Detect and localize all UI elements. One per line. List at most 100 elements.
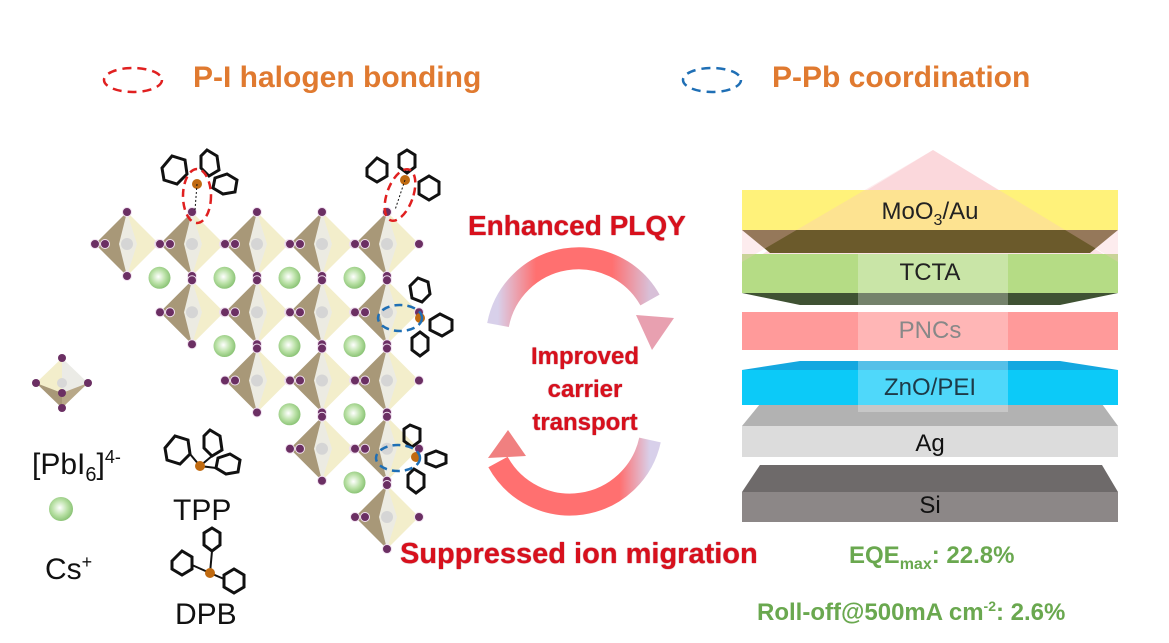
iodine-atom: [382, 544, 392, 554]
octahedron: [350, 275, 424, 350]
iodine-atom: [165, 239, 175, 249]
iodine-atom: [230, 307, 240, 318]
cesium-atom: [278, 403, 301, 426]
device-stack: [742, 150, 1118, 522]
coordination-marker-icon: [374, 443, 422, 473]
cesium-atom: [213, 266, 236, 289]
dpb-molecule-icon: [170, 526, 246, 595]
iodine-atom: [360, 512, 370, 522]
iodine-atom: [295, 375, 305, 386]
iodine-atom: [382, 275, 392, 286]
dpb-label: DPB: [175, 598, 237, 631]
octahedron: [220, 207, 294, 281]
octahedron: [220, 343, 294, 418]
enhanced-plqy-label: Enhanced PLQY: [468, 210, 686, 241]
octahedron: [350, 343, 424, 418]
iodine-atom: [252, 407, 262, 418]
iodine-atom: [285, 375, 295, 386]
rolloff-value: : 2.6%: [996, 599, 1066, 626]
octahedron-label-sup: 4-: [104, 447, 121, 467]
octahedron: [285, 343, 359, 418]
coordination-label: P-Pb coordination: [772, 61, 1031, 94]
octahedron-label: [PbI6]4-: [32, 447, 121, 487]
eqe-sub: max: [899, 555, 932, 573]
layer-ag: Ag: [742, 430, 1118, 460]
cesium-atom: [148, 266, 171, 289]
iodine-atom: [220, 239, 230, 249]
coordination-marker-icon: [376, 303, 424, 333]
cycle-arrow-bottom-head-icon: [488, 430, 526, 458]
iodine-atom: [165, 307, 175, 318]
rolloff-metric: Roll-off@500mA cm-2: 2.6%: [757, 598, 1065, 627]
layer-si: Si: [742, 492, 1118, 522]
halogen-bond-marker-icon: [383, 167, 417, 223]
cesium-atom: [213, 335, 236, 358]
dpb-coordinated-molecule-icon: [402, 423, 448, 495]
iodine-atom: [100, 239, 110, 249]
octahedron: [350, 480, 424, 554]
carrier-transport-line-1: Improved: [530, 343, 640, 370]
iodine-atom: [350, 239, 360, 249]
iodine-atom: [252, 275, 262, 286]
iodine-atom: [155, 307, 165, 318]
eqe-max-metric: EQEmax: 22.8%: [849, 542, 1014, 574]
dpb-attached-molecule-icon: [365, 148, 441, 211]
cesium-atom: [278, 335, 301, 358]
iodine-atom: [360, 307, 370, 318]
cesium-atom: [343, 471, 366, 494]
cesium-label: Cs+: [45, 552, 92, 587]
eqe-value: : 22.8%: [931, 542, 1015, 569]
tpp-coordinated-molecule-icon: [408, 276, 454, 358]
iodine-atom: [317, 343, 327, 354]
octahedron-label-end: ]: [96, 448, 105, 481]
iodine-atom: [230, 239, 240, 249]
blue-dashed-ellipse-icon: [681, 66, 743, 94]
iodine-atom: [90, 239, 100, 249]
iodine-atom: [317, 207, 327, 217]
iodine-atom: [382, 411, 392, 422]
red-dashed-ellipse-icon: [102, 66, 164, 94]
carrier-transport-line-3: transport: [532, 409, 638, 436]
perovskite-lattice: [90, 207, 424, 554]
iodine-atom: [122, 207, 132, 217]
cycle-arrow-top-icon: [487, 247, 660, 328]
octahedron: [155, 207, 229, 281]
eqe-label: EQE: [849, 542, 900, 569]
iodine-atom: [360, 375, 370, 386]
tpp-label: TPP: [173, 494, 232, 527]
iodine-atom: [187, 339, 197, 350]
cesium-atom: [343, 403, 366, 426]
iodine-atom: [414, 375, 424, 386]
cesium-atom: [343, 266, 366, 289]
layer-pncs: PNCs: [742, 317, 1118, 347]
suppressed-ion-migration-label: Suppressed ion migration: [400, 538, 758, 570]
iodine-atom: [414, 239, 424, 249]
layer-moo3-au: MoO3/Au: [742, 198, 1118, 229]
carrier-transport-label: Improved carrier transport: [500, 340, 670, 439]
layer-moo3-au-label: MoO3/Au: [881, 198, 979, 229]
rolloff-label: Roll-off@500mA cm: [757, 599, 984, 626]
rolloff-sup: -2: [983, 598, 996, 614]
tpp-attached-molecule-icon: [160, 148, 239, 211]
iodine-atom: [382, 480, 392, 490]
iodine-atom: [285, 443, 295, 454]
iodine-atom: [350, 443, 360, 454]
iodine-atom: [252, 343, 262, 354]
tpp-molecule-icon: [163, 428, 242, 476]
iodine-atom: [220, 375, 230, 386]
cycle-arrow-bottom-icon: [488, 437, 661, 516]
iodine-atom: [187, 207, 197, 217]
halogen-bonding-label: P-I halogen bonding: [193, 61, 482, 94]
octahedron: [285, 207, 359, 281]
layer-tcta: TCTA: [742, 259, 1118, 289]
iodine-atom: [360, 443, 370, 454]
cesium-legend-icon: [49, 497, 73, 521]
octahedron: [350, 207, 424, 281]
cesium-atom: [278, 266, 301, 289]
carrier-transport-line-2: carrier: [547, 376, 623, 403]
iodine-atom: [122, 271, 132, 281]
layer-zno-pei-label: ZnO/PEI: [883, 374, 977, 401]
iodine-atom: [360, 239, 370, 249]
iodine-atom: [295, 307, 305, 318]
